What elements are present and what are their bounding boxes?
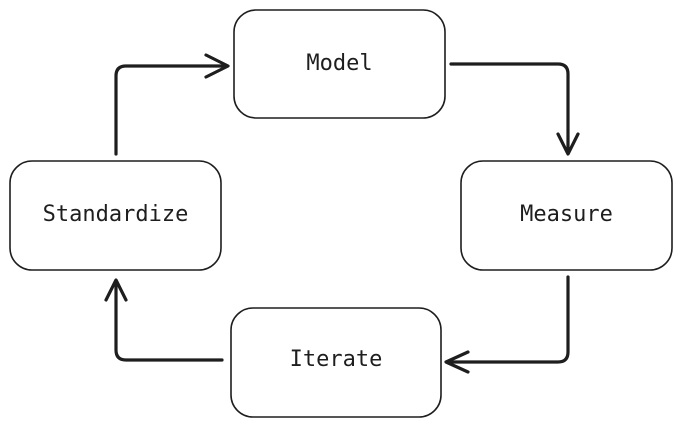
node-iterate: Iterate [230, 307, 442, 418]
edge-iterate-to-standardize [104, 278, 224, 362]
node-label-measure: Measure [520, 202, 613, 227]
node-model: Model [233, 9, 446, 119]
node-label-model: Model [306, 51, 372, 76]
edge-model-to-measure [449, 62, 580, 156]
node-label-standardize: Standardize [43, 202, 189, 227]
edge-standardize-to-model [114, 53, 230, 156]
node-measure: Measure [460, 160, 673, 271]
node-label-iterate: Iterate [290, 347, 383, 372]
edge-measure-to-iterate [444, 275, 570, 374]
node-standardize: Standardize [9, 160, 222, 271]
